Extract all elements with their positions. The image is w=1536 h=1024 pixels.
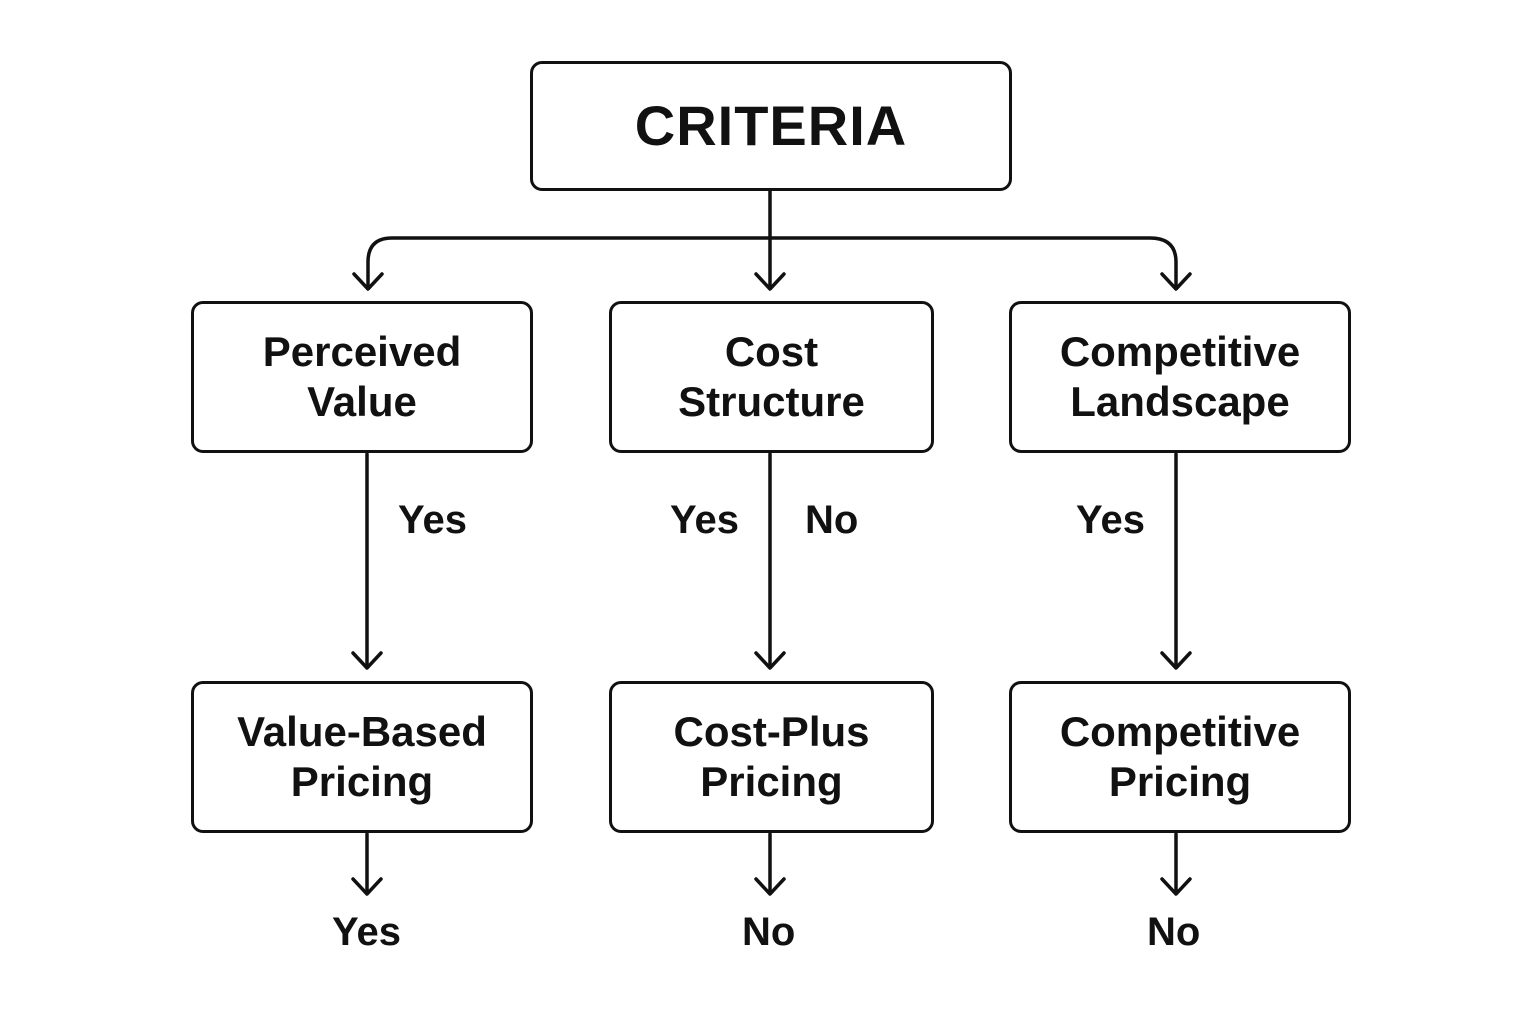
competitive-landscape-node: Competitive Landscape [1009, 301, 1351, 453]
perceived-value-yes-label: Yes [398, 498, 467, 542]
cost-structure-no-label: No [805, 498, 859, 542]
perceived-value-label-line2: Value [307, 378, 417, 425]
competitive-pricing-label-line1: Competitive [1059, 707, 1301, 755]
cost-plus-pricing-node: Cost-Plus Pricing [609, 681, 934, 833]
arrowhead-outcome-2 [754, 877, 786, 896]
perceived-value-label-line1: Perceived [262, 327, 462, 375]
arrowhead-perceived-value [352, 272, 384, 291]
branch-bar [366, 236, 1178, 290]
competitive-landscape-yes-label: Yes [1076, 498, 1145, 542]
outcome-competitive: No [1147, 910, 1201, 954]
arrowhead-competitive-landscape [1160, 272, 1192, 291]
arrowhead-outcome-1 [351, 877, 383, 896]
value-based-pricing-label-line1: Value-Based [237, 707, 487, 755]
value-based-pricing-label-line2: Pricing [290, 758, 434, 805]
criteria-node: CRITERIA [530, 61, 1012, 191]
outcome-cost-plus: No [742, 910, 796, 954]
cost-plus-pricing-label-line1: Cost-Plus [673, 707, 870, 755]
cost-structure-label-line2: Structure [678, 378, 865, 425]
competitive-landscape-label-line2: Landscape [1070, 378, 1290, 425]
criteria-label: CRITERIA [634, 94, 908, 158]
arrowhead-competitive-pricing [1160, 651, 1192, 670]
arrowhead-outcome-3 [1160, 877, 1192, 896]
cost-structure-node: Cost Structure [609, 301, 934, 453]
arrowhead-value-based [351, 651, 383, 670]
cost-structure-label-line1: Cost [724, 327, 819, 375]
perceived-value-node: Perceived Value [191, 301, 533, 453]
arrowhead-cost-structure [754, 272, 786, 291]
value-based-pricing-node: Value-Based Pricing [191, 681, 533, 833]
arrowhead-cost-plus [754, 651, 786, 670]
cost-structure-yes-label: Yes [670, 498, 739, 542]
competitive-pricing-node: Competitive Pricing [1009, 681, 1351, 833]
competitive-landscape-label-line1: Competitive [1059, 327, 1301, 375]
outcome-value-based: Yes [332, 910, 401, 954]
competitive-pricing-label-line2: Pricing [1108, 758, 1252, 805]
cost-plus-pricing-label-line2: Pricing [700, 758, 843, 805]
